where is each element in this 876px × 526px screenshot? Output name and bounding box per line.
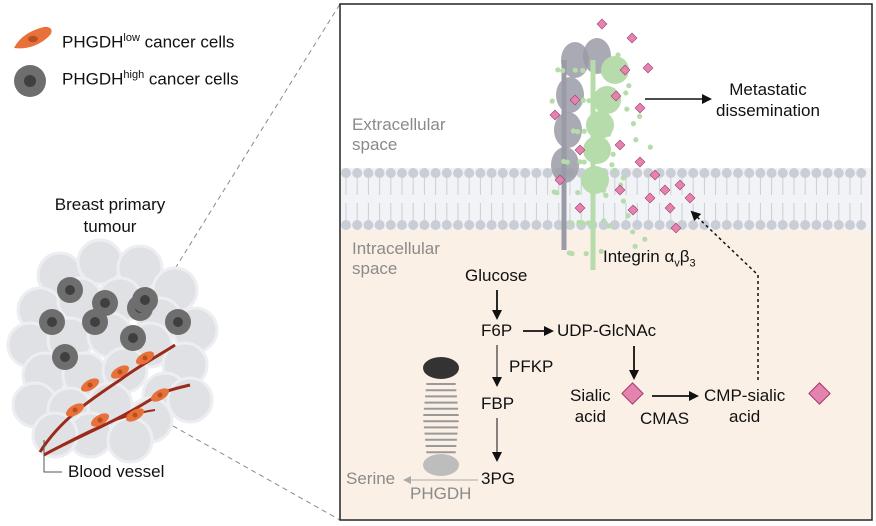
phgdh-enzyme-icon bbox=[423, 357, 459, 476]
orange-cell-icon bbox=[14, 26, 52, 49]
fbp-label: FBP bbox=[481, 394, 515, 413]
3pg-label: 3PG bbox=[481, 469, 516, 488]
pfkp-label: PFKP bbox=[509, 357, 554, 376]
metastatic-label: Metastatic dissemination bbox=[716, 80, 820, 120]
tumour-title: Breast primary tumour bbox=[54, 195, 166, 236]
tumour-illustration bbox=[6, 238, 219, 464]
phgdh-label: PHGDH bbox=[410, 484, 472, 503]
legend-high-label: PHGDHhigh cancer cells bbox=[62, 69, 239, 89]
cmas-label: CMAS bbox=[640, 409, 690, 428]
intracellular-label: Intracellular space bbox=[352, 239, 440, 278]
serine-label: Serine bbox=[346, 469, 396, 488]
grey-cell-icon bbox=[14, 65, 46, 97]
integrin-complex bbox=[549, 18, 696, 270]
glucose-label: Glucose bbox=[465, 266, 528, 285]
cmp-sialic-label: CMP-sialic acid bbox=[704, 386, 786, 426]
sialic-acid-label: Sialic acid bbox=[570, 386, 611, 426]
zoom-guide-bottom bbox=[117, 394, 341, 521]
cmp-sialic-diamond-icon bbox=[808, 382, 831, 405]
integrin-label: Integrin αvβ3 bbox=[603, 247, 696, 270]
blood-vessel-label: Blood vessel bbox=[68, 462, 165, 481]
sialic-acid-diamond-icon bbox=[621, 382, 644, 405]
udp-glcnac-label: UDP-GlcNAc bbox=[557, 321, 657, 340]
arrow-cmp-to-membrane bbox=[690, 210, 759, 380]
extracellular-label: Extracellular space bbox=[352, 115, 446, 154]
zoom-guide-top bbox=[117, 3, 341, 361]
legend-low-label: PHGDHlow cancer cells bbox=[62, 32, 235, 52]
f6p-label: F6P bbox=[481, 321, 513, 340]
vessel-callout-line bbox=[43, 440, 62, 473]
